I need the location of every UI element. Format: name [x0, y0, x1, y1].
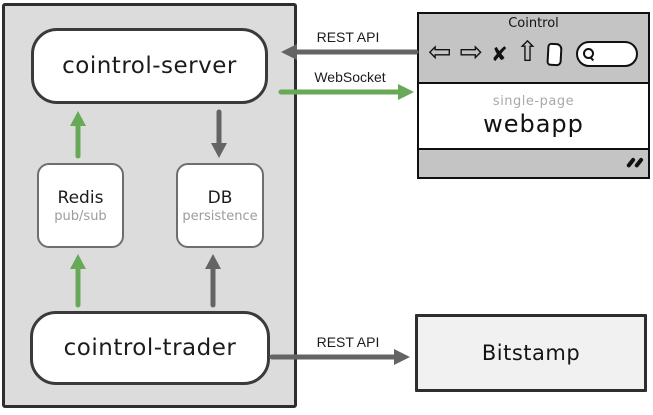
browser-toolbar: ⇦ ⇨ ✘ ⇧ — [419, 31, 648, 76]
forward-icon: ⇨ — [459, 35, 483, 68]
arrow-browser-to-server — [281, 44, 419, 60]
back-icon: ⇦ — [428, 35, 452, 68]
browser-title: Cointrol — [508, 16, 559, 31]
rest-api-top-label: REST API — [316, 29, 380, 45]
bitstamp-node: Bitstamp — [415, 314, 647, 392]
home-icon: ⇧ — [515, 35, 540, 68]
arrow-server-to-browser — [278, 84, 414, 100]
webapp-content: single-page webapp — [419, 84, 648, 148]
cointrol-trader-node: cointrol-trader — [30, 311, 270, 385]
cointrol-server-label: cointrol-server — [62, 53, 237, 79]
rest-api-bottom-label: REST API — [316, 334, 380, 350]
browser-statusbar — [419, 148, 648, 177]
redis-title: Redis — [57, 187, 104, 208]
browser-window: Cointrol ⇦ ⇨ ✘ ⇧ single-page webapp — [417, 12, 650, 179]
search-icon — [576, 41, 638, 67]
websocket-label: WebSocket — [314, 69, 386, 85]
document-icon — [546, 42, 563, 66]
stop-icon: ✘ — [490, 42, 508, 66]
cointrol-trader-label: cointrol-trader — [63, 335, 237, 361]
db-subtitle: persistence — [182, 208, 258, 224]
resize-handle-icon — [625, 153, 644, 172]
redis-subtitle: pub/sub — [54, 208, 107, 224]
browser-titlebar: Cointrol ⇦ ⇨ ✘ ⇧ — [419, 14, 648, 84]
cointrol-server-node: cointrol-server — [31, 28, 268, 104]
redis-node: Redis pub/sub — [37, 163, 124, 248]
bitstamp-label: Bitstamp — [481, 341, 581, 365]
db-title: DB — [207, 187, 233, 208]
db-node: DB persistence — [176, 163, 264, 248]
magnifier-icon — [583, 48, 594, 59]
webapp-subtitle: single-page — [492, 94, 575, 109]
webapp-title: webapp — [483, 110, 584, 138]
